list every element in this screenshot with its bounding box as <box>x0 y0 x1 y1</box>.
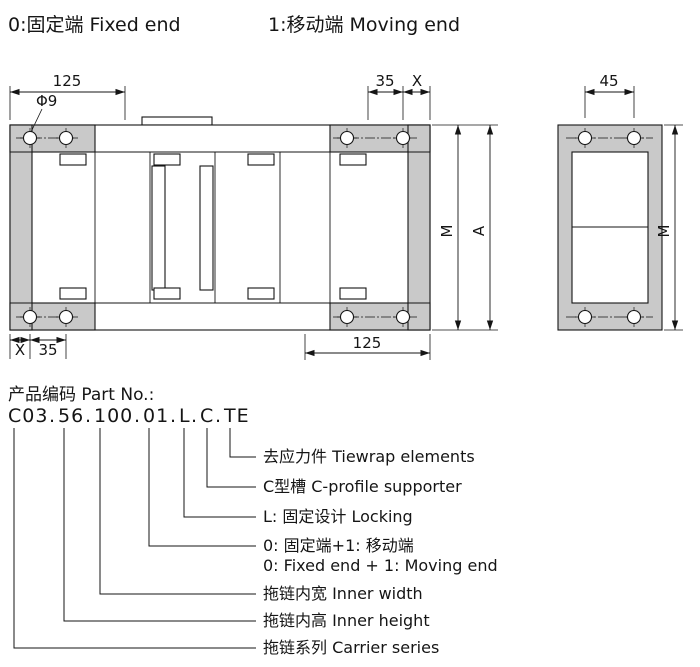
dim-side-height: M <box>655 124 683 331</box>
end-view-window <box>571 151 649 304</box>
code-separator: . <box>134 405 141 427</box>
legend-carrier-series: 拖链系列 Carrier series <box>263 638 439 657</box>
link-bar <box>151 165 166 291</box>
link-tab <box>141 116 213 126</box>
code-segment-height: 56 <box>58 405 84 427</box>
code-separator: . <box>191 405 198 427</box>
dim-label-125-top: 125 <box>53 72 82 90</box>
crossbar-latch <box>247 153 275 166</box>
crossbar-latch <box>59 153 87 166</box>
header-labels: 0:固定端 Fixed end 1:移动端 Moving end <box>8 14 460 36</box>
legend-tiewrap: 去应力件 Tiewrap elements <box>263 447 475 466</box>
dim-label-125-bottom: 125 <box>353 334 382 352</box>
code-segment-tiewrap: TE <box>223 405 250 427</box>
dimensions: 125 Φ9 35 X 45 M <box>9 72 683 360</box>
dim-bottom-width: 125 <box>304 334 431 360</box>
dim-side-45: 45 <box>584 72 635 118</box>
crossbar-latch <box>153 153 181 166</box>
dim-label-a-main: A <box>470 225 488 236</box>
crossbar-latch <box>339 287 367 300</box>
carrier-top-view <box>9 116 431 331</box>
dim-label-45: 45 <box>599 72 618 90</box>
code-segment-locking: L <box>179 405 191 427</box>
crossbar-latch <box>339 153 367 166</box>
dim-label-35-top: 35 <box>375 72 394 90</box>
dim-bottom-x-35: X 35 <box>9 334 67 359</box>
legend-connectors <box>13 428 256 649</box>
carrier-end-view <box>557 124 663 331</box>
legend-labels: 去应力件 Tiewrap elements C型槽 C-profile supp… <box>263 447 498 657</box>
crossbar-latch <box>59 287 87 300</box>
dim-label-m-side: M <box>655 225 673 238</box>
code-separator: . <box>170 405 177 427</box>
moving-end-label: 1:移动端 Moving end <box>268 14 460 36</box>
fixed-end-label: 0:固定端 Fixed end <box>8 14 181 36</box>
dim-top-35-x: 35 X <box>367 72 431 120</box>
dim-top-width: 125 <box>9 72 126 120</box>
dim-label-m-main: M <box>438 225 456 238</box>
fixed-bracket-plate <box>9 124 33 331</box>
code-separator: . <box>215 405 222 427</box>
legend-end-type-en: 0: Fixed end + 1: Moving end <box>263 556 498 575</box>
code-segment-end: 01 <box>143 405 169 427</box>
dim-label-hole-dia: Φ9 <box>36 92 57 110</box>
dim-hole-diameter: Φ9 <box>30 92 57 133</box>
code-separator: . <box>49 405 56 427</box>
dim-main-heights: M A <box>432 124 498 331</box>
code-segment-series: C03 <box>8 405 48 427</box>
code-separator: . <box>85 405 92 427</box>
part-no-code: C03 . 56 . 100 . 01 . L . C . TE <box>8 405 250 427</box>
legend-locking: L: 固定设计 Locking <box>263 507 413 526</box>
code-segment-cprofile: C <box>200 405 214 427</box>
dim-label-x-bottom: X <box>15 341 25 359</box>
dim-label-35-bottom: 35 <box>38 341 57 359</box>
part-number-section: 产品编码 Part No.: C03 . 56 . 100 . 01 . L .… <box>8 385 498 657</box>
dim-label-x-top: X <box>412 72 422 90</box>
link-bar <box>199 165 214 291</box>
legend-inner-height: 拖链内高 Inner height <box>263 611 430 630</box>
crossbar-latch <box>153 287 181 300</box>
legend-inner-width: 拖链内宽 Inner width <box>263 584 423 603</box>
moving-bracket-plate <box>407 124 431 331</box>
code-segment-width: 100 <box>94 405 133 427</box>
part-no-title: 产品编码 Part No.: <box>8 385 154 405</box>
crossbar-latch <box>247 287 275 300</box>
legend-cprofile: C型槽 C-profile supporter <box>263 477 462 496</box>
legend-end-type-cn: 0: 固定端+1: 移动端 <box>263 536 414 555</box>
